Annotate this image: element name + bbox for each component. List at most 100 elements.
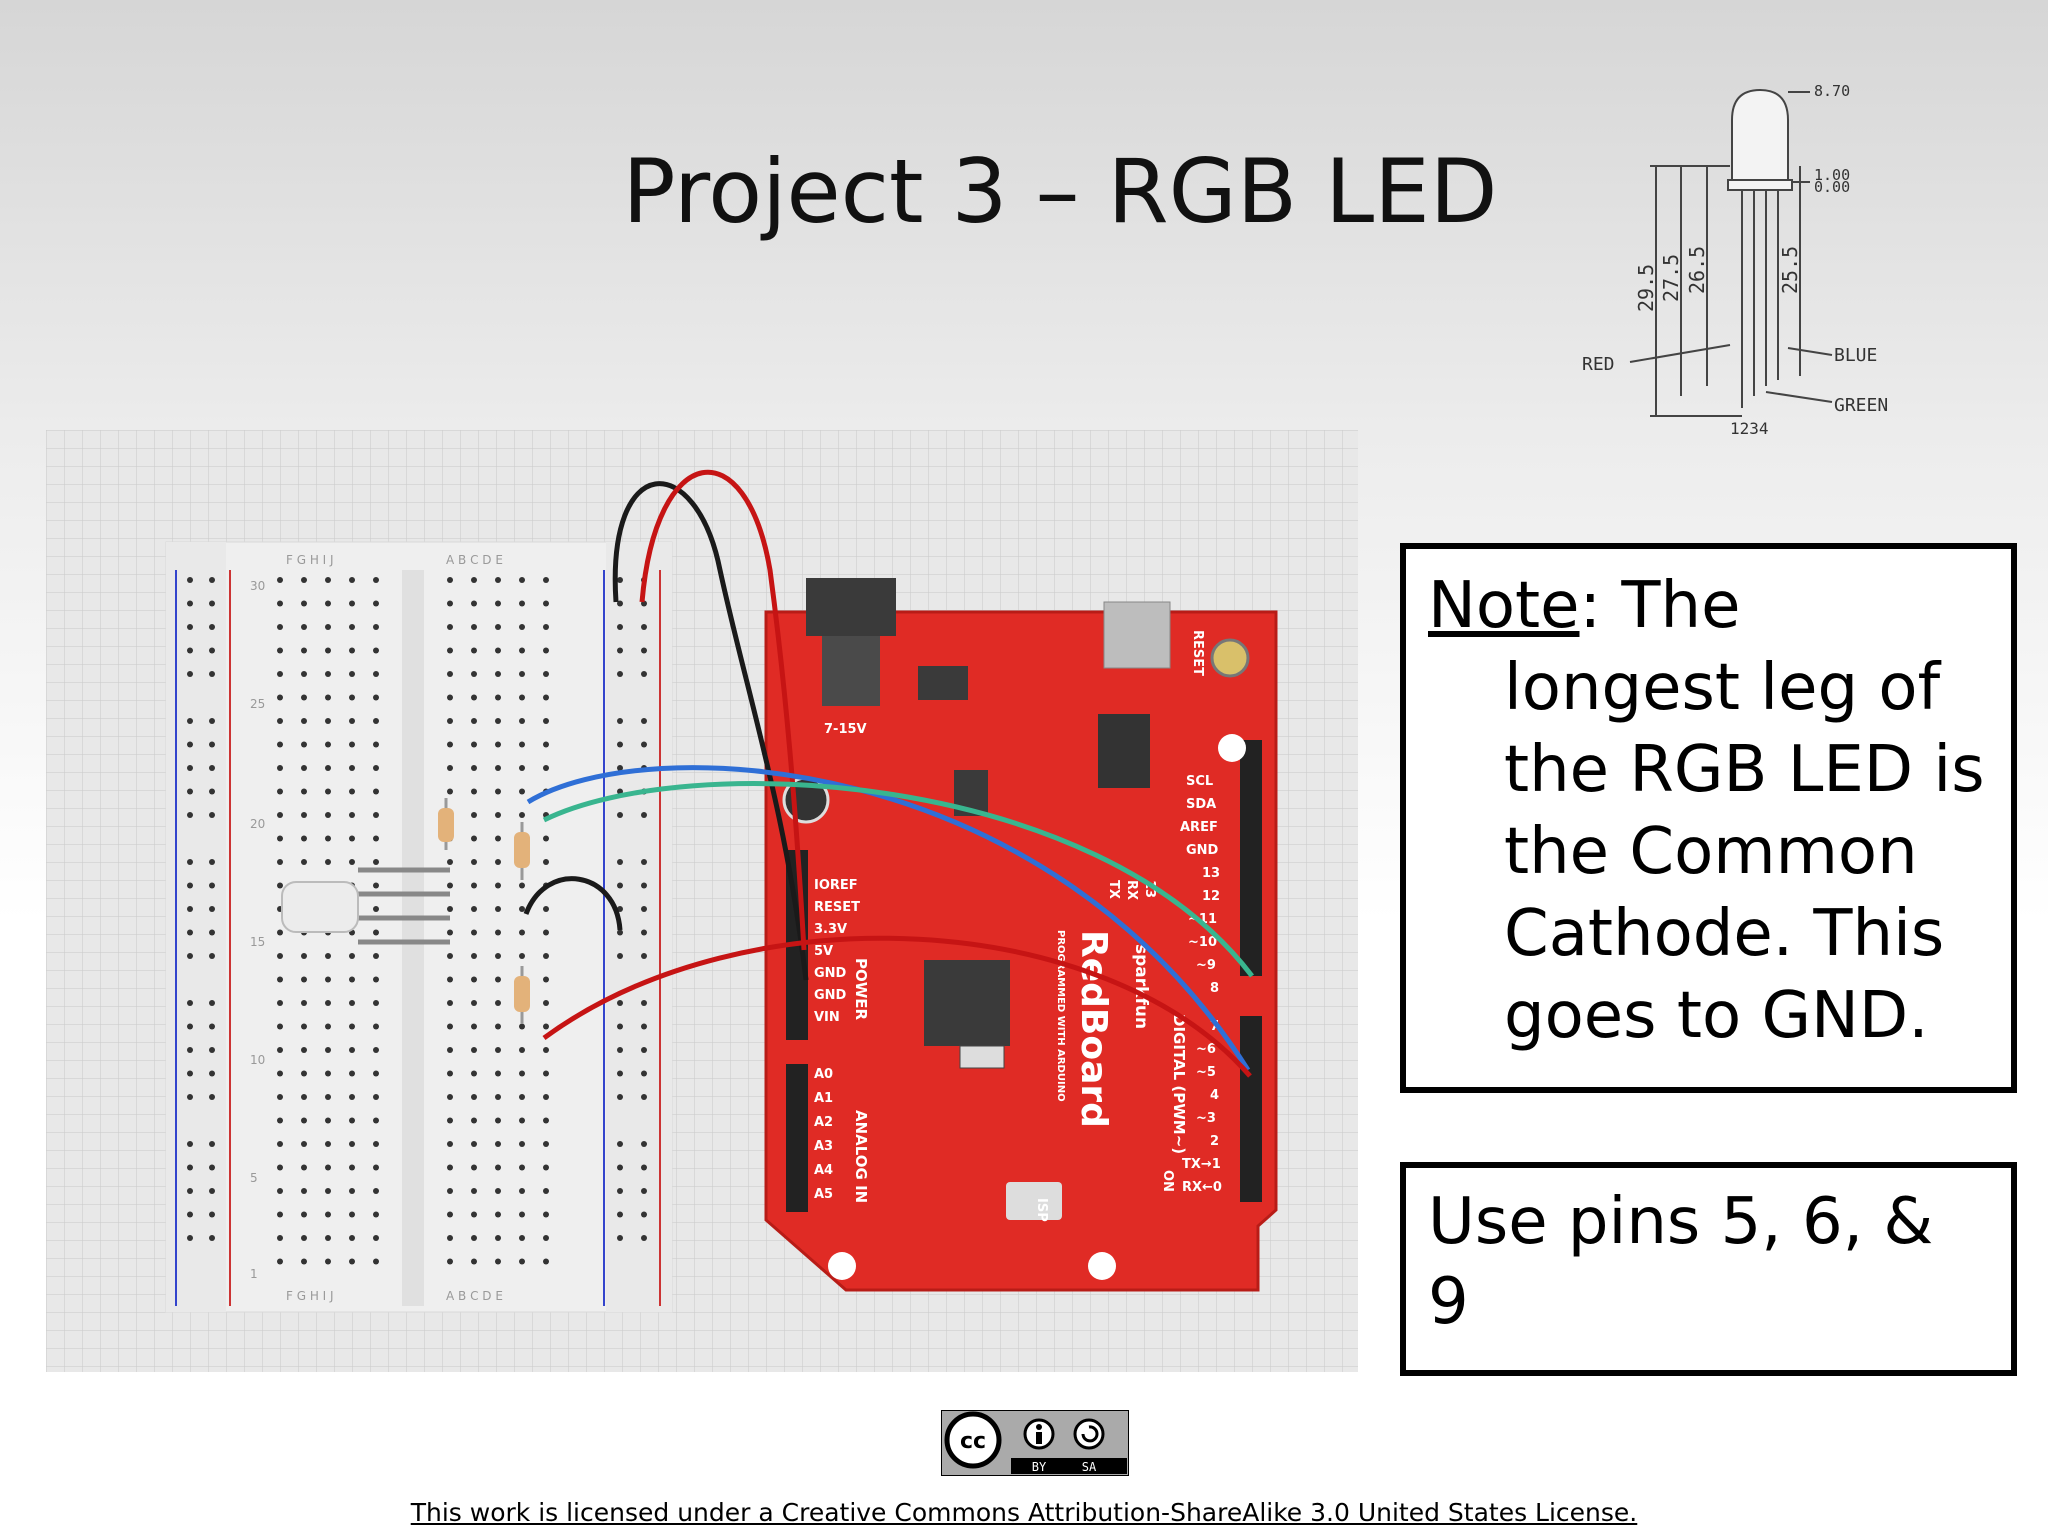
rgb-led-dimension-diagram: 8.70 1.00 0.00 29.5 27.5 26.5 25.5 RED B… (1582, 82, 1888, 438)
bb-cols-right-bottom: A B C D E (446, 1289, 503, 1303)
dim-height-label: 8.70 (1814, 82, 1850, 100)
pins-text: Use pins 5, 6, & 9 (1428, 1185, 1934, 1339)
sa-text: SA (1082, 1460, 1097, 1474)
dim-leg4-label: 25.5 (1778, 246, 1802, 294)
hdr-rx0: RX←0 (1182, 1180, 1222, 1195)
dim-flange-label: 1.00 (1814, 166, 1850, 184)
hdr-sda: SDA (1186, 797, 1216, 812)
rgb-led (281, 881, 359, 933)
hdr-a5: A5 (814, 1187, 833, 1202)
on-label: ON (1160, 1170, 1175, 1192)
hdr-5v: 5V (814, 944, 833, 959)
reset-label: RESET (1190, 630, 1205, 676)
hdr-a4: A4 (814, 1163, 833, 1178)
cc-logo-text: cc (960, 1429, 986, 1454)
digital-label: DIGITAL (PWM~) (1170, 1014, 1188, 1154)
led-green-label: GREEN (1834, 395, 1888, 416)
bb-cols-left-top: F G H I J (286, 553, 334, 567)
redboard: 7-15V RESET IOREF RESET 3.3V 5V GND GND … (764, 578, 1278, 1292)
wire-red-pin (542, 935, 1252, 1078)
led-blue-label: BLUE (1834, 345, 1877, 366)
hdr-a0: A0 (814, 1067, 833, 1082)
hdr-tx1: TX→1 (1182, 1157, 1221, 1172)
note-label: Note (1428, 569, 1580, 643)
digital-header-top (1240, 740, 1262, 976)
usb-chip (1098, 714, 1150, 788)
redboard-subtitle: PROGRAMMED WITH ARDUINO (1055, 930, 1066, 1102)
hdr-2: 2 (1210, 1134, 1219, 1149)
note-box: Note: The longest leg of the RGB LED is … (1400, 543, 2017, 1093)
circuit-diagram: 30 25 20 15 10 5 1 F G H I J A B C D E F… (46, 430, 1358, 1372)
reset-button (1210, 638, 1250, 678)
cc-by-sa-badge[interactable]: cc BY SA (941, 1410, 1129, 1476)
bb-row-5: 5 (250, 1171, 258, 1185)
hdr-13: 13 (1202, 866, 1220, 881)
led-pin-numbers: 1234 (1730, 419, 1769, 438)
usb-connector (1103, 601, 1171, 669)
redboard-name: RedBoard (1073, 930, 1114, 1128)
resistor-2 (514, 832, 530, 868)
wire-red-5v (639, 469, 807, 951)
license-footer: This work is licensed under a Creative C… (0, 1498, 2048, 1527)
power-jack (806, 578, 896, 636)
dim-zero-label: 0.00 (1814, 178, 1850, 196)
hdr-vin: VIN (814, 1010, 840, 1025)
analog-label: ANALOG IN (852, 1110, 870, 1203)
hdr-3: ~3 (1196, 1111, 1216, 1126)
isp-label: ISP (1034, 1198, 1049, 1222)
hdr-ioref: IOREF (814, 878, 858, 893)
microcontroller (924, 960, 1010, 1046)
power-label: POWER (852, 958, 870, 1021)
slide-title: Project 3 – RGB LED (622, 140, 1498, 243)
wire-black-gnd (612, 481, 809, 981)
bb-row-20: 20 (250, 817, 265, 831)
note-text: Note: The longest leg of the RGB LED is … (1428, 565, 1993, 1057)
hdr-5: ~5 (1196, 1065, 1216, 1080)
bb-cols-left-bottom: F G H I J (286, 1289, 334, 1303)
resistor-1 (438, 808, 454, 842)
hdr-aref: AREF (1180, 820, 1218, 835)
sparkfun-logo: sparkfun (1131, 944, 1151, 1029)
hdr-a1: A1 (814, 1091, 833, 1106)
led-red-label: RED (1582, 354, 1615, 375)
bb-row-10: 10 (250, 1053, 265, 1067)
wire-black-short (523, 876, 623, 931)
resistor-3 (514, 976, 530, 1012)
sa-icon (1073, 1418, 1105, 1450)
bb-cols-right-top: A B C D E (446, 553, 503, 567)
bb-row-15: 15 (250, 935, 265, 949)
hdr-10: ~10 (1188, 935, 1217, 950)
hdr-7: 7 (1210, 1019, 1219, 1034)
hdr-gnd3: GND (1186, 843, 1219, 858)
note-body: : The longest leg of the RGB LED is the … (1504, 569, 1985, 1053)
analog-header (786, 1064, 808, 1212)
hdr-4: 4 (1210, 1088, 1219, 1103)
hdr-a2: A2 (814, 1115, 833, 1130)
wire-green-pin (542, 781, 1254, 978)
bb-row-1: 1 (250, 1267, 258, 1281)
dim-leg1-label: 29.5 (1634, 264, 1658, 312)
tx-label: TX (1106, 880, 1121, 899)
dim-leg3-label: 26.5 (1685, 246, 1709, 294)
dim-leg2-label: 27.5 (1659, 254, 1683, 302)
by-text: BY (1032, 1460, 1047, 1474)
bb-row-25: 25 (250, 697, 265, 711)
hdr-3v3: 3.3V (814, 922, 847, 937)
hdr-9: ~9 (1196, 958, 1216, 973)
wires (523, 469, 1254, 1078)
license-link[interactable]: This work is licensed under a Creative C… (410, 1498, 1638, 1527)
breadboard: 30 25 20 15 10 5 1 F G H I J A B C D E F… (165, 541, 673, 1313)
hdr-gnd1: GND (814, 966, 847, 981)
pins-box: Use pins 5, 6, & 9 (1400, 1162, 2017, 1376)
digital-header-bottom (1240, 1016, 1262, 1202)
hdr-scl: SCL (1186, 774, 1213, 789)
rx-label: RX (1124, 880, 1139, 900)
hdr-6: ~6 (1196, 1042, 1216, 1057)
bb-row-30: 30 (250, 579, 265, 593)
jack-label: 7-15V (824, 722, 867, 737)
components (281, 798, 530, 1024)
hdr-a3: A3 (814, 1139, 833, 1154)
hdr-gnd2: GND (814, 988, 847, 1003)
hdr-reset: RESET (814, 900, 860, 915)
hdr-8: 8 (1210, 981, 1219, 996)
